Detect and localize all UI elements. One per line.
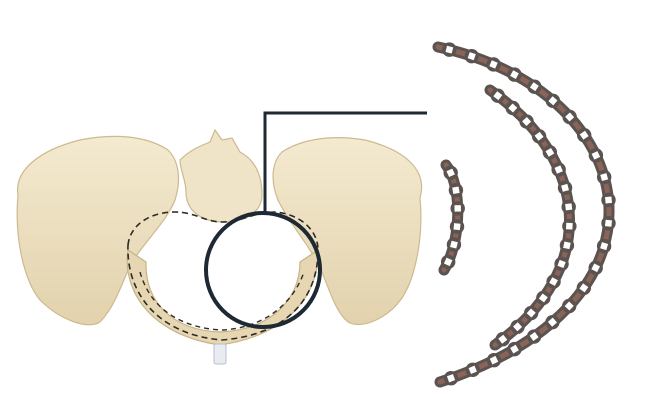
plate-hole bbox=[565, 203, 572, 210]
pelvis-illustration bbox=[17, 130, 421, 364]
plate-hole bbox=[454, 205, 461, 212]
plate-hole bbox=[453, 223, 460, 230]
short-curved-plate bbox=[441, 165, 465, 270]
pelvic-ring bbox=[127, 250, 318, 345]
pubic-symphysis bbox=[214, 344, 226, 364]
plate-hole bbox=[605, 197, 612, 204]
plate-hole bbox=[452, 187, 459, 194]
plate-hole bbox=[563, 242, 571, 250]
sacrum bbox=[180, 130, 262, 222]
long-curved-plate-body bbox=[438, 47, 609, 382]
long-curved-plate-core bbox=[438, 47, 609, 382]
long-curved-plate bbox=[438, 42, 616, 385]
plate-hole bbox=[566, 223, 573, 230]
left-ilium bbox=[17, 136, 178, 324]
plate-hole bbox=[605, 220, 612, 227]
reconstruction-plates bbox=[438, 42, 616, 385]
